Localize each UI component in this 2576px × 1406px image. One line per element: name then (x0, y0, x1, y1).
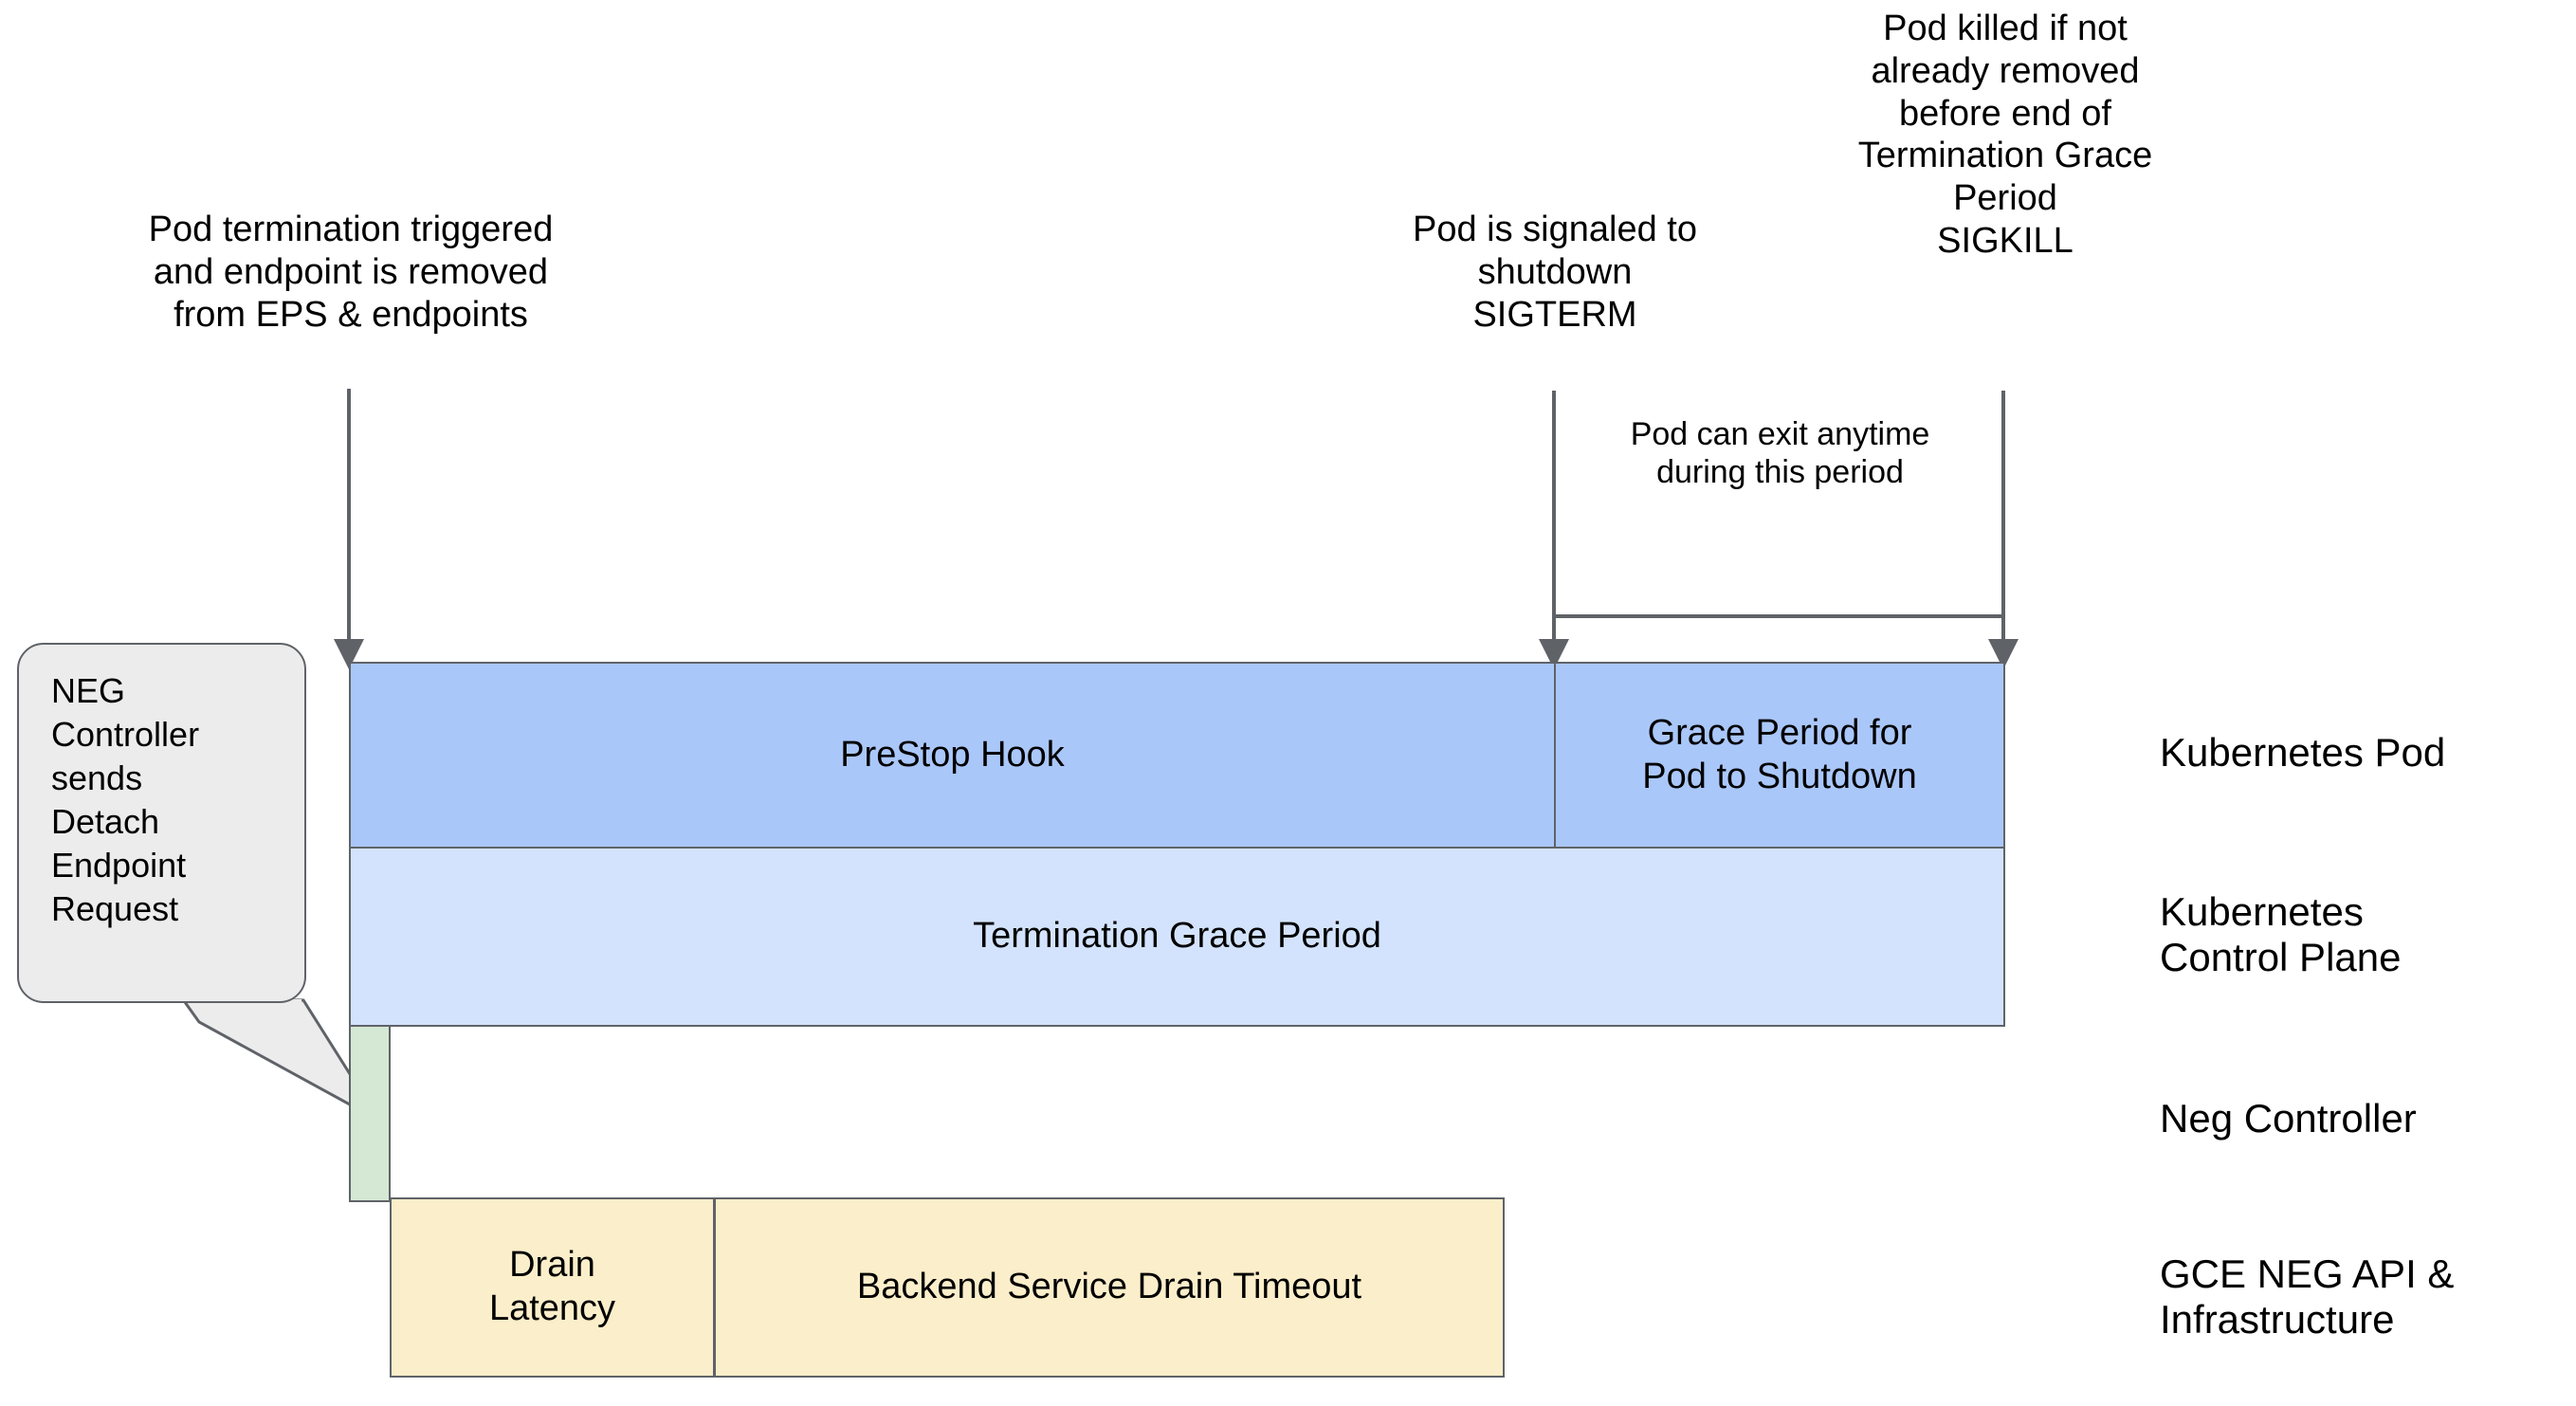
lane-label-kubernetes-control-plane: Kubernetes Control Plane (2160, 889, 2402, 980)
annotation-pod-killed-sigkill: Pod killed if not already removed before… (1857, 9, 2153, 262)
bar-backend-service-drain-timeout: Backend Service Drain Timeout (714, 1197, 1505, 1378)
lane-label-neg-controller: Neg Controller (2160, 1096, 2417, 1141)
bar-grace-period-pod-shutdown: Grace Period for Pod to Shutdown (1554, 662, 2005, 849)
lane-label-kubernetes-pod: Kubernetes Pod (2160, 730, 2446, 775)
bar-drain-latency: Drain Latency (390, 1197, 715, 1378)
bar-prestop-hook: PreStop Hook (349, 662, 1556, 849)
annotation-pod-can-exit-anytime: Pod can exit anytime during this period (1630, 416, 1930, 491)
bar-neg-detach-block (349, 1025, 391, 1202)
bar-termination-grace-period: Termination Grace Period (349, 847, 2005, 1027)
lane-label-gce-neg-api: GCE NEG API & Infrastructure (2160, 1251, 2455, 1342)
annotation-pod-signaled-shutdown: Pod is signaled to shutdown SIGTERM (1413, 210, 1697, 335)
annotation-pod-termination-triggered: Pod termination triggered and endpoint i… (148, 210, 554, 335)
callout-neg-controller-detach: NEG Controller sends Detach Endpoint Req… (17, 643, 306, 1003)
